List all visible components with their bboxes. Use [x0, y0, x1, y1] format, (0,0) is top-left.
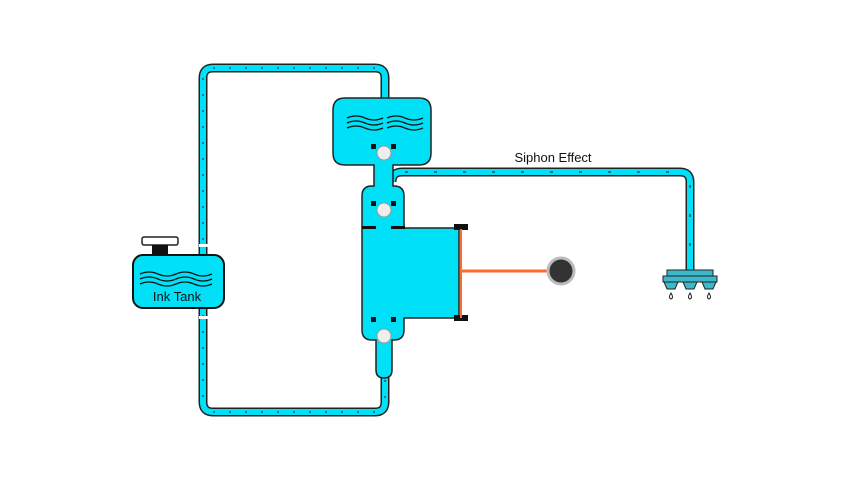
ink-wave-icon: [139, 271, 213, 287]
ink-tank-label: Ink Tank: [153, 289, 202, 304]
reservoir-wave-icon: [346, 115, 424, 131]
tank-cap-neck: [152, 245, 168, 256]
siphon-effect-label: Siphon Effect: [514, 150, 591, 165]
damper-body: [332, 97, 460, 379]
return-tube: [198, 63, 390, 417]
pump-assembly: [332, 97, 576, 379]
ink-tank: Ink Tank: [132, 236, 225, 309]
printhead-nozzles: [662, 269, 718, 300]
check-valve-balls: [376, 145, 392, 344]
ink-drop-icon: [669, 292, 711, 300]
tank-cap-top: [141, 236, 179, 246]
actuator-knob[interactable]: [546, 256, 576, 286]
